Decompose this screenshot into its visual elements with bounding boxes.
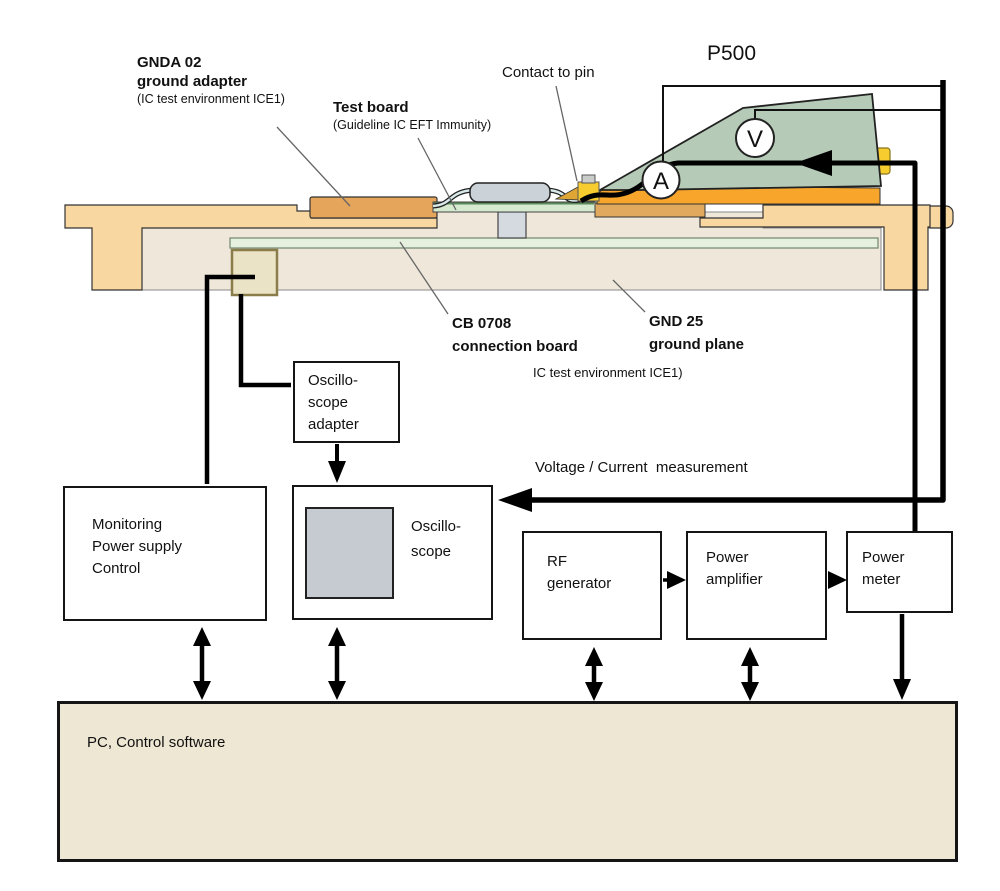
gnda-leader bbox=[276, 126, 351, 207]
cb0708-label-line2: connection board bbox=[452, 338, 578, 355]
cb0708-label-line1: CB 0708 bbox=[452, 315, 512, 332]
contact-to-pin-leader bbox=[555, 85, 578, 182]
pin-contact-cap bbox=[581, 174, 596, 184]
power-meter-block: Power meter bbox=[846, 531, 953, 613]
monitoring-pc-double-arrow bbox=[193, 627, 211, 700]
ground-plane-right-shape bbox=[699, 204, 931, 291]
cb0708-leader bbox=[399, 241, 449, 315]
oscilloscope-line2: scope bbox=[411, 543, 452, 560]
rf-to-amplifier-arrow bbox=[663, 571, 686, 589]
amplifier-to-meter-arrow bbox=[828, 571, 847, 589]
scope-adapter-line2: scope bbox=[308, 394, 349, 411]
amplifier-pc-double-arrow bbox=[741, 647, 759, 701]
scope-adapter-block: Oscillo- scope adapter bbox=[293, 361, 400, 443]
probe-cable-arrowhead bbox=[795, 150, 832, 176]
monitoring-block: Monitoring Power supply Control bbox=[63, 486, 267, 621]
scope-adapter-line3: adapter bbox=[308, 416, 359, 433]
contact-to-pin-label: Contact to pin bbox=[502, 64, 595, 81]
measurement-cable bbox=[524, 80, 946, 503]
gnd25-label-line2: ground plane bbox=[649, 336, 744, 353]
gnda-label-line3: (IC test environment ICE1) bbox=[137, 92, 285, 106]
ground-plane-left-shape bbox=[64, 204, 438, 291]
voltmeter-icon bbox=[735, 118, 775, 158]
rf-generator-block: RF generator bbox=[522, 531, 662, 640]
oscilloscope-screen bbox=[305, 507, 394, 599]
monitoring-line1: Monitoring bbox=[92, 516, 163, 533]
adapter-wire bbox=[238, 294, 291, 388]
scope-adapter-contact bbox=[230, 248, 279, 297]
pc-label: PC, Control software bbox=[87, 734, 226, 751]
ammeter-sense-line bbox=[662, 85, 941, 162]
gnda-label-line2: ground adapter bbox=[137, 73, 248, 90]
right-adapter-strip bbox=[594, 202, 706, 218]
test-board-leader bbox=[417, 137, 457, 211]
scope-adapter-line1: Oscillo- bbox=[308, 372, 359, 389]
voltmeter-letter: V bbox=[747, 126, 763, 153]
gnda-label: GNDA 02 ground adapter (IC test environm… bbox=[137, 53, 285, 107]
board-support-post bbox=[497, 211, 527, 239]
ammeter-letter: A bbox=[653, 168, 669, 195]
p500-label: P500 bbox=[707, 42, 757, 65]
rf-generator-line1: RF bbox=[547, 553, 567, 570]
ammeter-icon bbox=[641, 160, 681, 200]
gnd25-label-line1: GND 25 bbox=[649, 313, 704, 330]
rf-pc-double-arrow bbox=[585, 647, 603, 701]
gnd25-label: GND 25 ground plane bbox=[649, 310, 744, 356]
meter-pc-arrow bbox=[893, 614, 911, 700]
rf-generator-line2: generator bbox=[547, 575, 612, 592]
power-meter-line2: meter bbox=[862, 571, 901, 588]
gnd25-leader bbox=[612, 279, 646, 313]
oscilloscope-pc-double-arrow bbox=[328, 627, 346, 700]
monitoring-line3: Control bbox=[92, 560, 141, 577]
test-board-label: Test board (Guideline IC EFT Immunity) bbox=[333, 98, 491, 133]
scope-adapter-arrow bbox=[328, 444, 346, 483]
ice-env-label: IC test environment ICE1) bbox=[533, 365, 683, 380]
ic-lead-left bbox=[432, 188, 474, 208]
monitoring-wire bbox=[204, 274, 255, 484]
monitoring-line2: Power supply bbox=[92, 538, 183, 555]
gnda-label-line1: GNDA 02 bbox=[137, 54, 202, 71]
ic-package bbox=[469, 182, 551, 203]
oscilloscope-line1: Oscillo- bbox=[411, 518, 462, 535]
oscilloscope-block: Oscillo- scope bbox=[292, 485, 493, 620]
gnda02-adapter-shape bbox=[309, 196, 438, 219]
test-board-label-line1: Test board bbox=[333, 99, 409, 116]
power-meter-line1: Power bbox=[862, 549, 905, 566]
cb0708-connection-board-shape bbox=[229, 237, 879, 249]
measurement-label: Voltage / Current measurement bbox=[535, 459, 748, 476]
cb0708-label: CB 0708 connection board bbox=[452, 312, 578, 358]
voltmeter-sense-line bbox=[754, 109, 941, 120]
power-amplifier-line2: amplifier bbox=[706, 571, 763, 588]
test-board-label-line2: (Guideline IC EFT Immunity) bbox=[333, 118, 492, 132]
power-amplifier-block: Power amplifier bbox=[686, 531, 827, 640]
pc-block: PC, Control software bbox=[57, 701, 958, 862]
leader-lines bbox=[276, 85, 646, 315]
power-amplifier-line1: Power bbox=[706, 549, 749, 566]
measurement-arrowhead bbox=[498, 488, 532, 512]
